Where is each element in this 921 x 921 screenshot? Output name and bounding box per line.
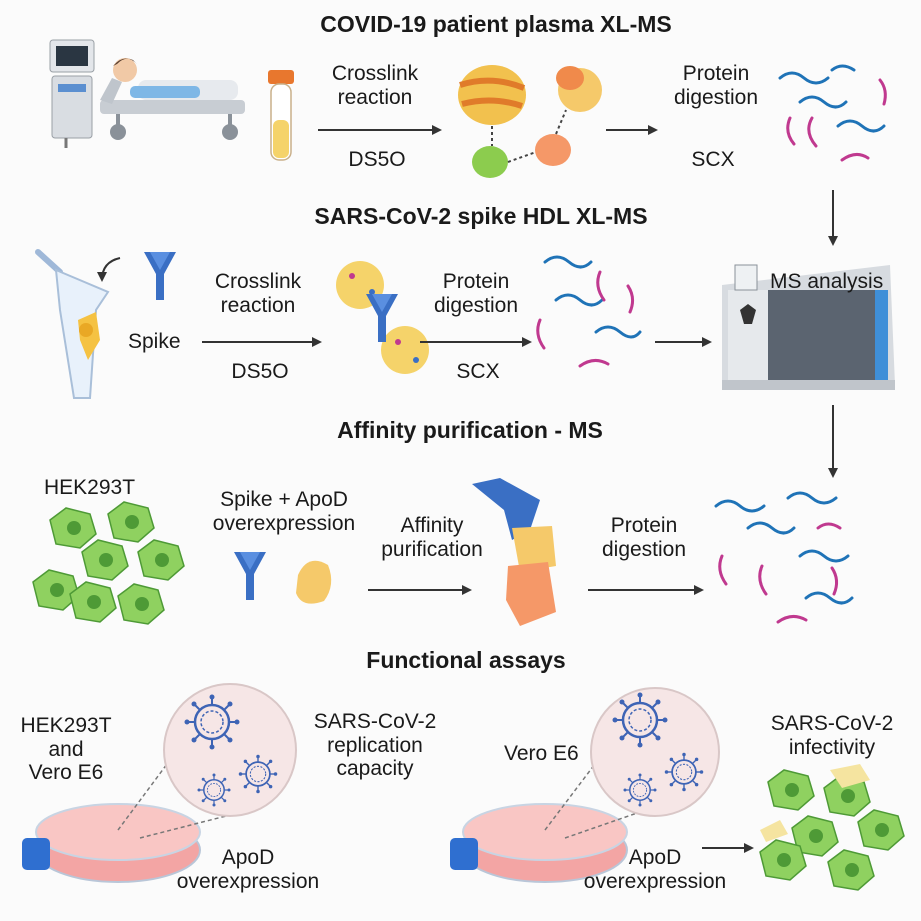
cells-icon: [759, 764, 905, 891]
patient-icon: [113, 58, 238, 100]
fractionation-label: SCX: [691, 148, 735, 171]
spike-protein-icon: [234, 552, 266, 600]
fractionation-label: SCX: [456, 360, 500, 383]
section-title-plasma: COVID-19 patient plasma XL-MS: [320, 11, 672, 37]
peptides-icon: [778, 64, 887, 162]
cells-icon: [32, 501, 185, 625]
peptides-icon: [714, 491, 854, 624]
eppendorf-tube-icon: [35, 249, 121, 399]
peptides-icon: [536, 255, 642, 368]
section-title-ap-ms: Affinity purification - MS: [337, 417, 603, 443]
hdl-particle-icon: [336, 261, 429, 374]
protein-complex-icon: [458, 65, 602, 178]
spike-label: Spike: [128, 330, 181, 353]
crosslinker-label: DS5O: [231, 360, 289, 383]
section-title-spike-hdl: SARS-CoV-2 spike HDL XL-MS: [314, 203, 648, 229]
hospital-bed-icon: [100, 78, 245, 140]
petri-dish-icon: [450, 759, 641, 883]
petri-dish-icon: [22, 759, 231, 883]
right-cells-label: Vero E6: [504, 742, 579, 765]
section-title-functional: Functional assays: [366, 647, 566, 673]
apod-protein-icon: [296, 560, 332, 604]
crosslinker-label: DS5O: [348, 148, 406, 171]
ms-analysis-label: MS analysis: [770, 270, 884, 293]
spike-protein-icon: [144, 252, 176, 300]
monitor-icon: [49, 39, 95, 148]
mass-spectrometer-icon: [722, 264, 895, 390]
blood-tube-icon: [268, 70, 294, 161]
cell-line-label: HEK293T: [44, 476, 136, 499]
zoom-circle: [590, 687, 720, 817]
protein-complex-icon: [472, 478, 556, 626]
